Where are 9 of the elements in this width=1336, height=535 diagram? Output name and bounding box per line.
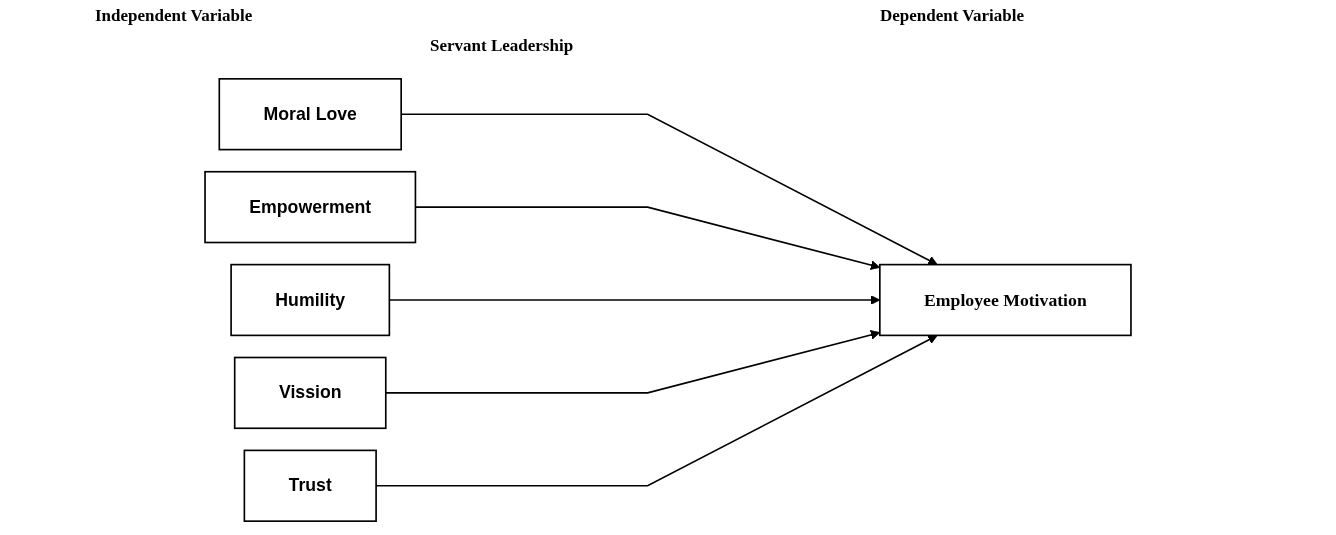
node-box: Humility xyxy=(230,263,391,337)
node-box: Vission xyxy=(233,356,387,430)
node-box: Empowerment xyxy=(204,170,417,244)
heading-label: Independent Variable xyxy=(95,6,253,26)
node-box: Employee Motivation xyxy=(879,263,1132,337)
node-box: Moral Love xyxy=(218,78,402,151)
heading-label: Servant Leadership xyxy=(430,36,574,56)
heading-label: Dependent Variable xyxy=(880,6,1025,26)
node-box: Trust xyxy=(243,449,377,522)
